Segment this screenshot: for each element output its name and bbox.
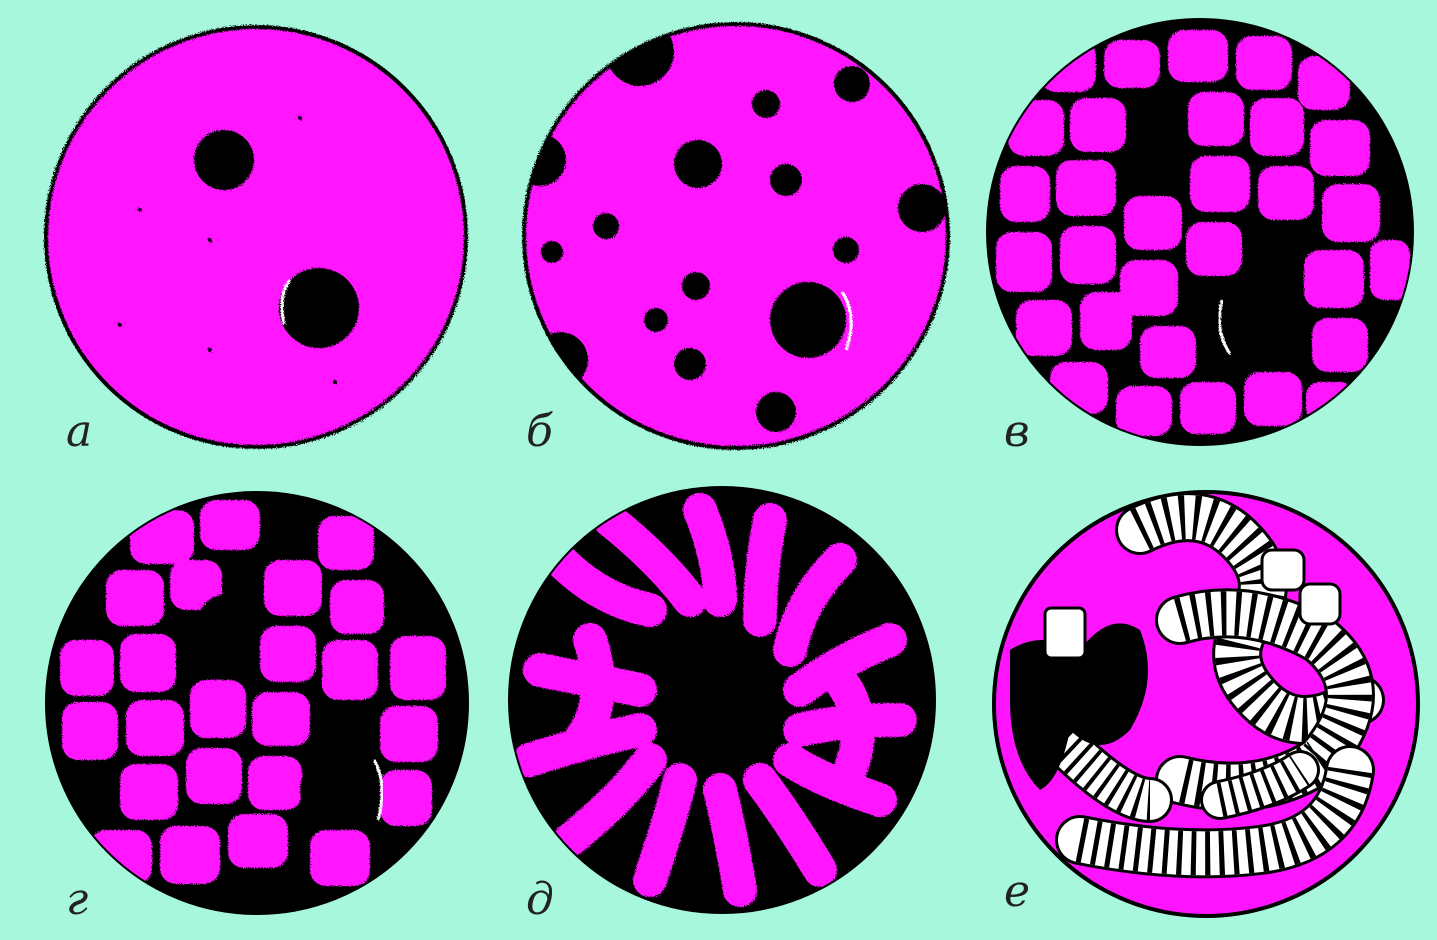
dark-spot	[606, 18, 674, 86]
dark-spot	[279, 268, 359, 348]
dark-spot	[756, 392, 796, 432]
panel-g-circle	[47, 493, 467, 913]
dark-spot	[514, 134, 566, 186]
tubule-cap	[1045, 608, 1085, 658]
dark-spot	[674, 140, 722, 188]
panel-d-label: д	[526, 878, 554, 922]
dark-spot	[674, 348, 706, 380]
dark-spot	[682, 272, 710, 300]
dark-spot	[644, 308, 668, 332]
dark-spot	[833, 237, 859, 263]
dark-spot	[300, 750, 380, 830]
tubule-cap	[1262, 550, 1304, 590]
dark-spot	[194, 130, 254, 190]
panel-a-circle	[46, 27, 466, 447]
panel-g-label: г	[66, 878, 88, 922]
panel-v-label: в	[1004, 410, 1030, 454]
panel-b-label: б	[526, 410, 553, 454]
dark-spot	[752, 90, 780, 118]
dark-spot	[770, 164, 802, 196]
dark-spot	[1216, 274, 1304, 362]
panel-b-circle	[514, 18, 948, 448]
dark-spot	[593, 213, 619, 239]
dark-spot	[834, 66, 870, 102]
central-dark-mass	[658, 628, 782, 752]
panel-v-circle	[988, 20, 1412, 444]
panel-e-label: е	[1004, 870, 1030, 914]
dark-spot	[541, 241, 563, 263]
panel-a-tissue	[46, 27, 466, 447]
panel-a-label: а	[66, 410, 92, 454]
tubule-cap	[1300, 584, 1340, 624]
panel-b-tissue	[524, 24, 948, 448]
dark-spot	[1134, 132, 1186, 184]
dark-spot	[898, 184, 946, 232]
panel-e-circle	[994, 492, 1418, 916]
dark-spot	[196, 594, 260, 658]
dark-spot	[770, 282, 846, 358]
panel-d-circle	[510, 488, 934, 912]
